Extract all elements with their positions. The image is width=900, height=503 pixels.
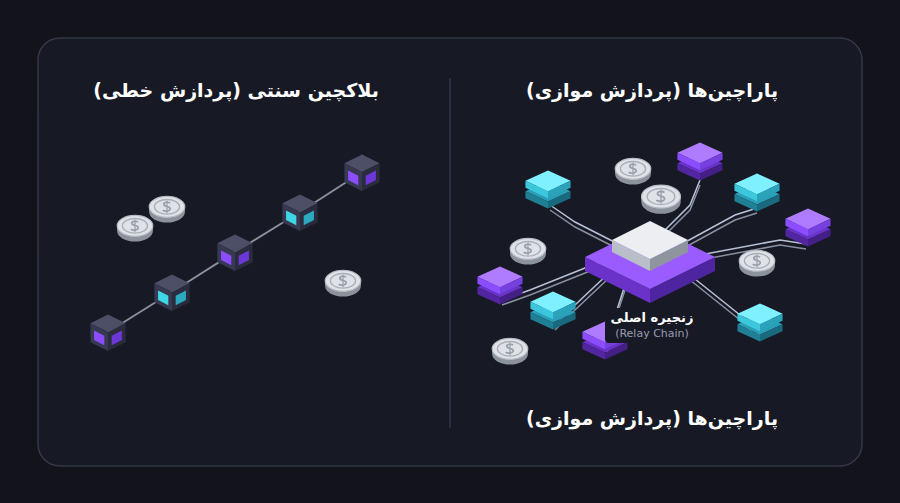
heading-label: پاراچین‌ها (پردازش موازی) — [526, 79, 778, 101]
relay-chain-node: زنجیره اصلی(Relay Chain) — [605, 308, 700, 343]
chain-blocks — [90, 154, 379, 351]
parachains — [477, 142, 830, 359]
divider — [449, 78, 450, 428]
chain-link — [108, 172, 362, 332]
heading-label: پاراچین‌ها (پردازش موازی) — [526, 407, 778, 429]
relay-chain-block — [585, 221, 715, 303]
coins-right — [492, 158, 775, 364]
parachain-wires-double — [502, 185, 806, 357]
panel — [38, 38, 862, 466]
heading-label: بلاکچین سنتی (پردازش خطی) — [93, 79, 379, 101]
coins-left — [117, 196, 361, 296]
node-subtitle: (Relay Chain) — [611, 327, 694, 341]
node-title: زنجیره اصلی — [611, 310, 694, 327]
